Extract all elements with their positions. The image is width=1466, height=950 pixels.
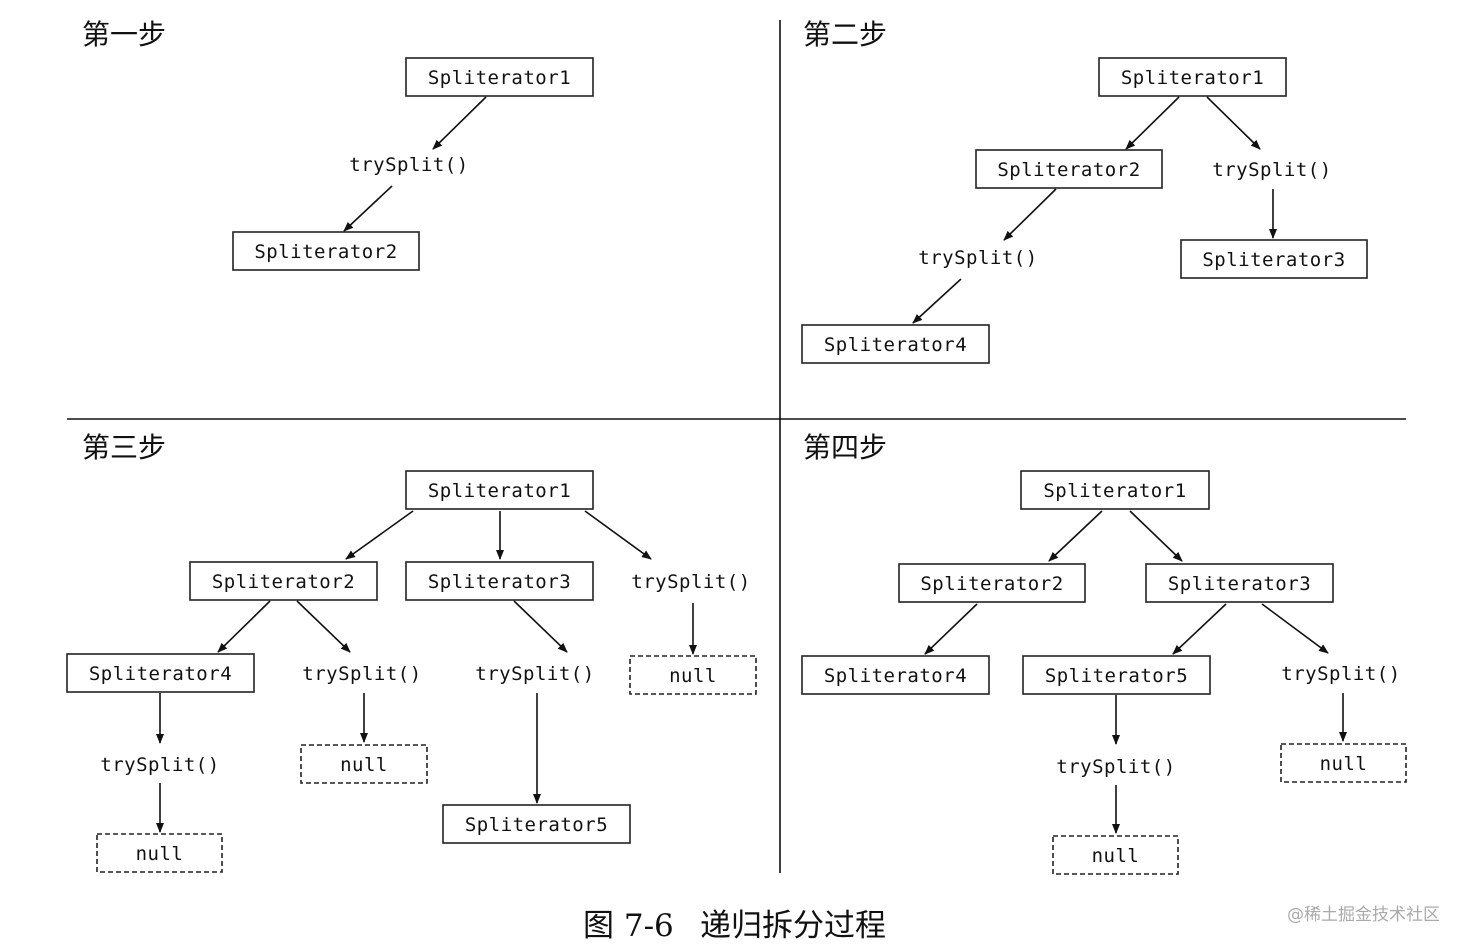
step3-spliterator5-label: Spliterator5 [465, 814, 608, 836]
step3-trysplit-s4-label: trySplit() [100, 754, 219, 776]
step2-spliterator3-box [1180, 239, 1368, 279]
step2-title: 第二步 [803, 18, 887, 51]
step2-trysplit-left-label: trySplit() [918, 247, 1037, 269]
step2-spliterator1-box [1098, 57, 1287, 97]
step4-null-mid-box [1052, 835, 1179, 875]
step2-trysplit-right-label: trySplit() [1212, 159, 1331, 181]
step3-spliterator1-label: Spliterator1 [428, 480, 571, 502]
step3-trysplit-s3-label: trySplit() [475, 663, 594, 685]
step1-edge-s1-trysplit [432, 96, 487, 150]
step2-edge-s1-s2 [1125, 96, 1180, 150]
step1-spliterator1-label: Spliterator1 [428, 67, 571, 89]
step2-edge-s2-trysplit [1003, 188, 1057, 241]
step4-spliterator4-label: Spliterator4 [824, 665, 967, 687]
step4-spliterator2-label: Spliterator2 [920, 573, 1063, 595]
step4-spliterator4-box [801, 655, 990, 695]
step4-spliterator5-label: Spliterator5 [1045, 665, 1188, 687]
step3-spliterator4-label: Spliterator4 [89, 663, 232, 685]
step4-null-right-label: null [1320, 753, 1368, 775]
step4-spliterator5-box [1022, 655, 1211, 695]
step3-edge-s1-trysplit [584, 510, 652, 560]
step4-trysplit-s5-label: trySplit() [1056, 756, 1175, 778]
step2-spliterator4-label: Spliterator4 [824, 334, 967, 356]
step3-spliterator3-label: Spliterator3 [428, 571, 571, 593]
step4-spliterator3-label: Spliterator3 [1168, 573, 1311, 595]
step3-null-right-box [629, 655, 757, 695]
step1-panel: Spliterator1 trySplit() Spliterator2 [232, 57, 594, 271]
step3-title: 第三步 [82, 431, 166, 464]
step4-title: 第四步 [803, 431, 887, 464]
step2-spliterator2-box [975, 149, 1163, 189]
step2-spliterator3-label: Spliterator3 [1202, 249, 1345, 271]
step4-panel: Spliterator1 Spliterator2 Spliterator3 S… [801, 470, 1407, 875]
step1-trysplit-label: trySplit() [349, 154, 468, 176]
step4-spliterator1-label: Spliterator1 [1043, 480, 1186, 502]
step2-spliterator2-label: Spliterator2 [997, 159, 1140, 181]
figure-title: 递归拆分过程 [700, 908, 886, 944]
step3-null-mid-box [300, 744, 428, 784]
step3-trysplit-s2-label: trySplit() [302, 663, 421, 685]
step1-title: 第一步 [82, 18, 166, 51]
step3-null-right-label: null [669, 665, 717, 687]
watermark-text: @稀土掘金技术社区 [1287, 905, 1440, 925]
step4-spliterator1-box [1020, 470, 1210, 510]
step3-panel: Spliterator1 Spliterator2 Spliterator3 t… [66, 470, 757, 873]
step4-spliterator3-box [1145, 563, 1334, 603]
step2-spliterator4-box [801, 324, 990, 364]
step4-edge-s1-s2 [1048, 510, 1103, 562]
step3-spliterator5-box [442, 804, 631, 844]
step3-null-left-box [96, 833, 223, 873]
step3-spliterator2-label: Spliterator2 [212, 571, 355, 593]
step2-panel: Spliterator1 Spliterator2 trySplit() Spl… [801, 57, 1368, 364]
step4-edge-s1-s3 [1129, 510, 1183, 562]
step3-spliterator4-box [66, 653, 255, 693]
step2-spliterator1-label: Spliterator1 [1121, 67, 1264, 89]
step4-edge-s3-s5 [1172, 603, 1227, 655]
step3-spliterator1-box [405, 470, 594, 510]
step4-null-mid-label: null [1092, 845, 1140, 867]
step3-null-left-label: null [136, 843, 184, 865]
figure-number: 图 7-6 [583, 908, 674, 944]
step3-spliterator2-box [189, 561, 378, 601]
step3-edge-s1-s2 [345, 510, 414, 560]
step4-edge-s3-trysplit [1261, 603, 1329, 654]
step4-trysplit-s3-label: trySplit() [1281, 663, 1400, 685]
step4-spliterator2-box [898, 563, 1086, 603]
step2-edge-trysplit-s4 [912, 278, 962, 324]
step4-edge-s2-s4 [924, 603, 978, 655]
step1-edge-trysplit-s2 [343, 185, 393, 232]
step3-null-mid-label: null [340, 754, 388, 776]
step3-spliterator3-box [405, 561, 594, 601]
step3-edge-s2-trysplit [296, 600, 351, 653]
step2-edge-s1-trysplit [1206, 96, 1261, 150]
step1-spliterator1-box [405, 57, 594, 97]
step1-spliterator2-label: Spliterator2 [254, 241, 397, 263]
step3-trysplit-s1-label: trySplit() [631, 571, 750, 593]
step1-spliterator2-box [232, 231, 420, 271]
step3-edge-s2-s4 [217, 600, 271, 653]
step4-null-right-box [1280, 743, 1407, 783]
step3-edge-s3-trysplit [513, 600, 568, 653]
